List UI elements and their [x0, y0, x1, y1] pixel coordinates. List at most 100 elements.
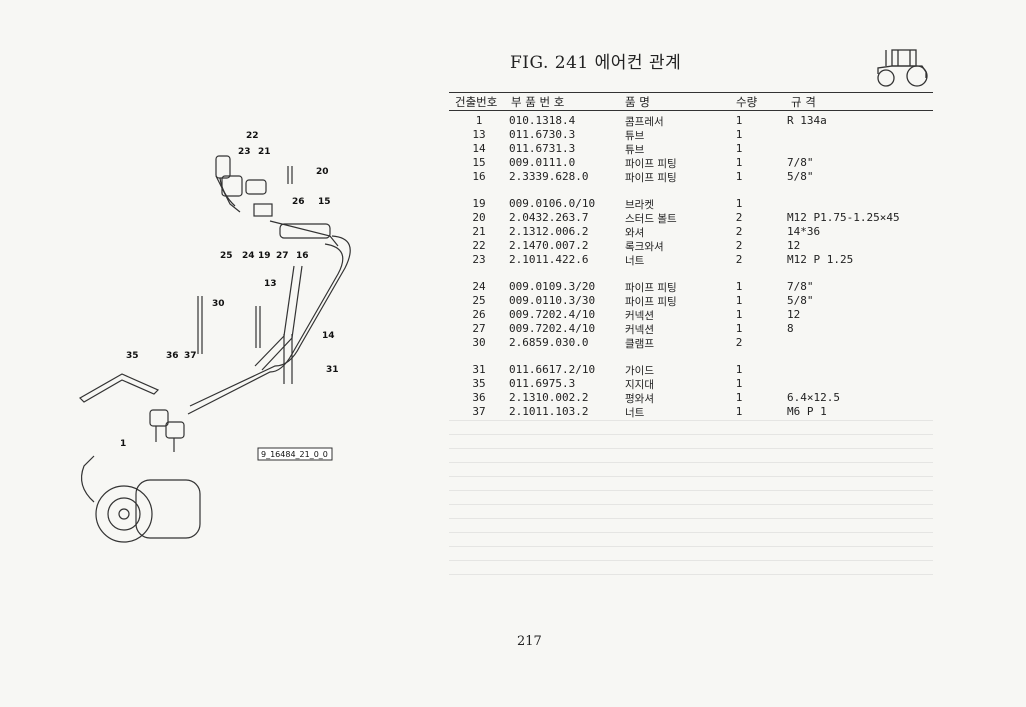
label-23: 23: [238, 147, 251, 157]
row-index: 20: [472, 211, 486, 224]
row-name: 커넥션: [625, 324, 654, 336]
label-26: 26: [292, 197, 305, 207]
label-22: 22: [246, 131, 259, 141]
label-1: 1: [120, 439, 126, 449]
row-part-no: 2.6859.030.0: [509, 336, 589, 349]
label-24: 24: [242, 251, 255, 261]
row-index: 21: [472, 225, 486, 238]
row-index: 30: [472, 336, 486, 349]
row-part-no: 011.6975.3: [509, 377, 576, 390]
header-part-no: 부 품 번 호: [511, 95, 565, 109]
row-index: 27: [472, 322, 486, 335]
row-qty: 1: [735, 391, 743, 404]
row-name: 파이프 피팅: [625, 172, 677, 184]
row-qty: 2: [735, 211, 743, 224]
table-row: 30 2.6859.030.0 클램프 2: [449, 336, 933, 350]
label-36: 36: [166, 351, 179, 361]
row-qty: 1: [735, 363, 743, 376]
table-row: 1 010.1318.4 콤프레서 1 R 134a: [449, 114, 933, 128]
row-part-no: 2.0432.263.7: [509, 211, 589, 224]
row-qty: 2: [735, 239, 743, 252]
label-13: 13: [264, 279, 277, 289]
label-16: 16: [296, 251, 309, 261]
row-part-no: 009.0109.3/20: [509, 280, 596, 293]
row-part-no: 2.1011.103.2: [509, 405, 589, 418]
row-index: 1: [475, 114, 483, 127]
row-index: 35: [472, 377, 486, 390]
label-27: 27: [276, 251, 289, 261]
row-index: 16: [472, 170, 486, 183]
row-part-no: 009.0110.3/30: [509, 294, 596, 307]
row-index: 26: [472, 308, 486, 321]
page-title: FIG. 241 에어컨 관계: [510, 53, 682, 73]
row-part-no: 2.1470.007.2: [509, 239, 589, 252]
row-index: 15: [472, 156, 486, 169]
row-name: 지지대: [625, 379, 654, 391]
row-part-no: 010.1318.4: [509, 114, 576, 127]
row-part-no: 009.0111.0: [509, 156, 576, 169]
row-index: 19: [472, 197, 486, 210]
row-part-no: 011.6730.3: [509, 128, 576, 141]
row-spec: 7/8": [787, 280, 814, 293]
row-name: 튜브: [625, 130, 645, 142]
row-spec: 7/8": [787, 156, 814, 169]
row-spec: M12 P1.75-1.25×45: [787, 211, 900, 224]
row-name: 콤프레서: [625, 116, 664, 128]
row-qty: 1: [735, 114, 743, 127]
row-part-no: 011.6617.2/10: [509, 363, 596, 376]
row-spec: 5/8": [787, 294, 814, 307]
row-qty: 2: [735, 253, 743, 266]
label-15: 15: [318, 197, 331, 207]
row-name: 파이프 피팅: [625, 296, 677, 308]
row-index: 14: [472, 142, 486, 155]
row-spec: R 134a: [787, 114, 827, 127]
row-part-no: 009.0106.0/10: [509, 197, 596, 210]
label-37: 37: [184, 351, 197, 361]
row-spec: 12: [787, 239, 801, 252]
row-qty: 1: [735, 294, 743, 307]
row-name: 가이드: [625, 365, 654, 377]
row-qty: 1: [735, 377, 743, 390]
label-25: 25: [220, 251, 233, 261]
row-name: 너트: [625, 407, 645, 419]
label-21: 21: [258, 147, 271, 157]
row-spec: 12: [787, 308, 801, 321]
row-qty: 1: [735, 142, 743, 155]
row-part-no: 011.6731.3: [509, 142, 576, 155]
row-part-no: 009.7202.4/10: [509, 322, 596, 335]
row-qty: 2: [735, 336, 743, 349]
row-qty: 1: [735, 280, 743, 293]
table-row: 13 011.6730.3 튜브 1: [449, 128, 933, 142]
row-part-no: 2.3339.628.0: [509, 170, 589, 183]
row-qty: 2: [735, 225, 743, 238]
table-row: 14 011.6731.3 튜브 1: [449, 142, 933, 156]
row-name: 튜브: [625, 144, 645, 156]
row-part-no: 2.1310.002.2: [509, 391, 589, 404]
header-qty: 수량: [736, 95, 758, 109]
row-spec: 14*36: [787, 225, 821, 238]
row-qty: 1: [735, 128, 743, 141]
row-spec: 5/8": [787, 170, 814, 183]
row-index: 36: [472, 391, 486, 404]
row-index: 13: [472, 128, 486, 141]
row-index: 24: [472, 280, 486, 293]
row-spec: 6.4×12.5: [787, 391, 840, 404]
row-qty: 1: [735, 197, 743, 210]
label-14: 14: [322, 331, 335, 341]
label-30: 30: [212, 299, 225, 309]
row-name: 클램프: [625, 338, 654, 350]
row-name: 파이프 피팅: [625, 158, 677, 170]
diagram-code: 9_16484_21_0_0: [261, 450, 328, 459]
table-row: 35 011.6975.3 지지대 1: [449, 377, 933, 391]
row-qty: 1: [735, 308, 743, 321]
row-part-no: 2.1312.006.2: [509, 225, 589, 238]
